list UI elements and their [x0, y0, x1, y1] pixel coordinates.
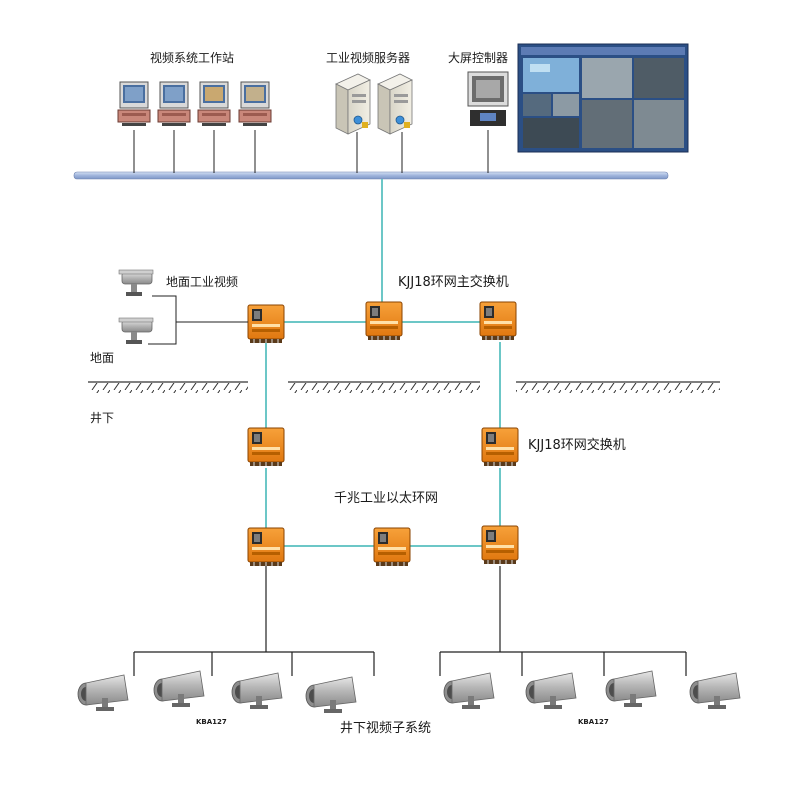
server-tower-icon[interactable]	[335, 73, 371, 135]
video-wall-screen-icon	[517, 43, 689, 153]
label-underground-subsystem: 井下视频子系统	[340, 721, 431, 736]
industrial-switch-icon[interactable]	[247, 304, 285, 344]
mine-camera-tree-left	[133, 566, 375, 676]
explosion-proof-camera-icon[interactable]	[689, 672, 741, 710]
surface-camera-icon[interactable]	[118, 317, 154, 345]
industrial-switch-icon[interactable]	[247, 527, 285, 567]
label-workstation: 视频系统工作站	[150, 50, 234, 65]
explosion-proof-camera-icon[interactable]	[443, 672, 495, 710]
mine-camera-group-right	[443, 670, 741, 710]
workstation-group	[117, 81, 272, 127]
server-tower-icon[interactable]	[377, 73, 413, 135]
workstation-drops	[133, 130, 489, 173]
explosion-proof-camera-icon[interactable]	[231, 672, 283, 710]
label-gigabit-ring: 千兆工业以太环网	[334, 491, 438, 506]
explosion-proof-camera-icon[interactable]	[153, 670, 205, 708]
label-surface-video: 地面工业视频	[166, 274, 238, 289]
ground-divider	[88, 381, 720, 393]
monitor-screen-accent	[205, 87, 223, 101]
controller-pc-icon[interactable]	[467, 71, 509, 126]
explosion-proof-camera-icon[interactable]	[305, 676, 357, 714]
industrial-switch-icon[interactable]	[479, 301, 517, 341]
label-ring-switch: KJJ18环网交换机	[528, 437, 626, 453]
industrial-switch-icon[interactable]	[373, 527, 411, 567]
label-video-server: 工业视频服务器	[326, 50, 410, 65]
computer-monitor-icon[interactable]	[157, 81, 191, 127]
explosion-proof-camera-icon[interactable]	[77, 674, 129, 712]
backbone-bus	[73, 171, 669, 180]
label-main-switch: KJJ18环网主交换机	[398, 274, 509, 290]
computer-monitor-icon[interactable]	[117, 81, 151, 127]
label-surface: 地面	[90, 351, 114, 365]
explosion-proof-camera-icon[interactable]	[525, 672, 577, 710]
industrial-switch-icon[interactable]	[365, 301, 403, 341]
industrial-switch-icon[interactable]	[481, 427, 519, 467]
surface-camera-links	[148, 295, 248, 345]
label-camera-model-right: KBA127	[578, 718, 609, 726]
server-group	[335, 73, 413, 135]
industrial-switch-icon[interactable]	[247, 427, 285, 467]
mine-camera-tree-right	[439, 566, 687, 676]
surface-camera-icon[interactable]	[118, 269, 154, 297]
label-underground: 井下	[90, 411, 114, 425]
label-wall-controller: 大屏控制器	[448, 51, 508, 65]
switch-group	[247, 301, 519, 567]
industrial-switch-icon[interactable]	[481, 525, 519, 565]
label-camera-model-left: KBA127	[196, 718, 227, 726]
monitor-screen-accent	[246, 87, 264, 101]
mine-camera-group-left	[77, 670, 357, 714]
explosion-proof-camera-icon[interactable]	[605, 670, 657, 708]
ring-links	[265, 321, 501, 547]
